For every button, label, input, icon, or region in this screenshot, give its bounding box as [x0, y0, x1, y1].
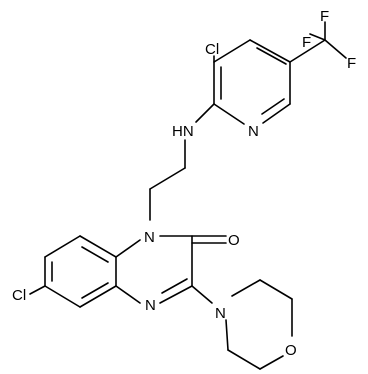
bond	[159, 285, 193, 304]
bond	[259, 279, 293, 300]
bond	[213, 103, 245, 125]
atom-f-top: F	[320, 8, 329, 25]
bond	[191, 285, 213, 304]
atom-cl-pyridine: Cl	[205, 41, 219, 58]
atom-nh: HN	[172, 123, 194, 140]
bond	[309, 33, 326, 41]
bond	[149, 167, 186, 190]
bond	[44, 285, 81, 308]
atom-n4-quinoxalinone: N	[145, 297, 156, 314]
atom-n1-quinoxalinone: N	[144, 229, 155, 246]
bond	[115, 285, 141, 304]
bond	[161, 278, 188, 294]
bond	[289, 39, 326, 63]
bond	[195, 103, 215, 123]
bond	[231, 279, 261, 297]
bond	[44, 235, 81, 258]
atom-f-right: F	[347, 55, 356, 72]
bond	[227, 349, 261, 370]
atom-o-morpholine: O	[285, 342, 297, 359]
bond	[115, 239, 141, 258]
bond	[29, 285, 46, 295]
atom-labels: Cl F F F HN N N O Cl N N O	[12, 8, 356, 359]
atom-f-left: F	[302, 34, 311, 51]
bond	[81, 246, 109, 263]
bond	[261, 98, 285, 115]
bond	[249, 39, 291, 63]
atom-o-carbonyl: O	[228, 232, 240, 249]
bond	[225, 319, 229, 351]
bond	[259, 355, 284, 370]
bond	[262, 103, 291, 124]
bond	[324, 39, 347, 59]
atom-n-pyridine: N	[248, 123, 259, 140]
atom-n-morpholine: N	[215, 305, 226, 322]
bond	[256, 47, 287, 65]
bond	[81, 282, 109, 299]
atom-cl-benzo: Cl	[12, 287, 26, 304]
bond	[79, 285, 117, 308]
bond	[213, 39, 251, 63]
bond	[79, 235, 117, 258]
bonds	[29, 21, 347, 370]
